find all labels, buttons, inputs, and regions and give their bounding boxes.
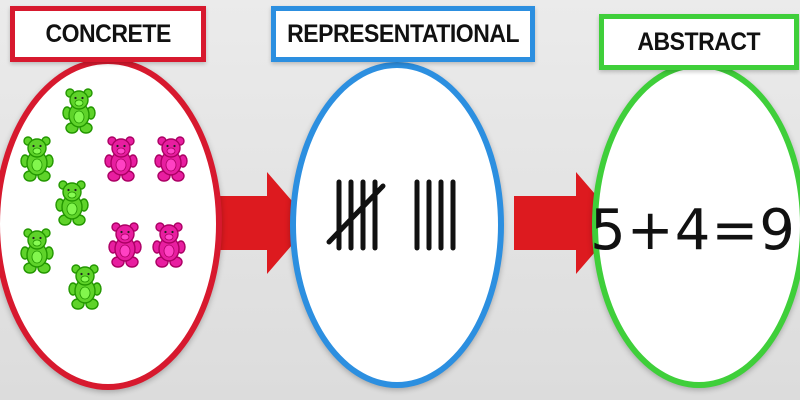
teddy-bear-icon	[154, 136, 188, 182]
teddy-bear-icon	[104, 136, 138, 182]
abstract-circle	[592, 62, 800, 388]
teddy-bear-icon	[108, 222, 142, 268]
representational-label: REPRESENTATIONAL	[271, 6, 535, 62]
teddy-bear-icon	[68, 264, 102, 310]
teddy-bear-icon	[62, 88, 96, 134]
teddy-bear-icon	[20, 228, 54, 274]
concrete-circle	[0, 58, 222, 390]
teddy-bear-icon	[152, 222, 186, 268]
abstract-label: ABSTRACT	[599, 14, 799, 70]
teddy-bear-icon	[55, 180, 89, 226]
concrete-label: CONCRETE	[10, 6, 206, 62]
tally-marks-icon	[326, 179, 456, 251]
arrow-right-icon	[205, 172, 311, 274]
representational-circle	[290, 62, 504, 388]
equation-text: 5+4=9	[590, 197, 796, 263]
teddy-bear-icon	[20, 136, 54, 182]
